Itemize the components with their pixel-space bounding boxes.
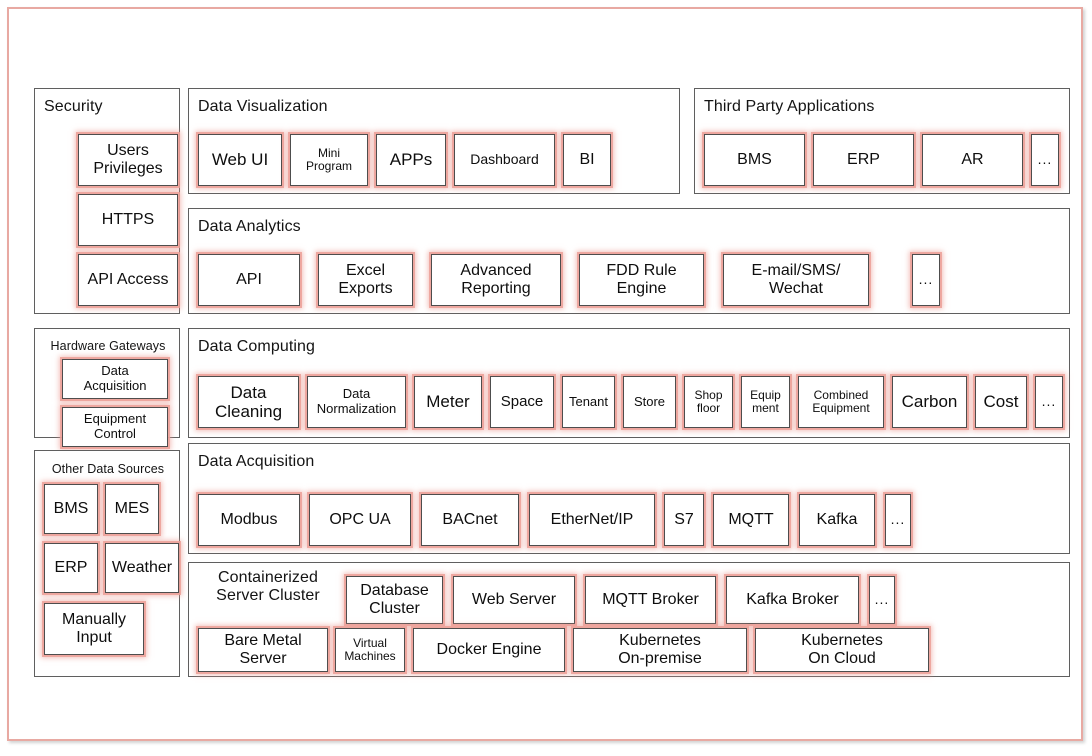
section-data-visualization-title: Data Visualization [198, 98, 328, 115]
node-excel-exports[interactable]: Excel Exports [318, 254, 413, 306]
node-virtual-machines[interactable]: Virtual Machines [335, 628, 405, 672]
node-carbon[interactable]: Carbon [892, 376, 967, 428]
node-manually-input[interactable]: Manually Input [44, 603, 144, 655]
node-web-server[interactable]: Web Server [453, 576, 575, 624]
node-ods-weather[interactable]: Weather [105, 543, 179, 593]
node-mqtt-broker[interactable]: MQTT Broker [585, 576, 716, 624]
node-kafka-broker[interactable]: Kafka Broker [726, 576, 859, 624]
node-email-sms-wechat[interactable]: E-mail/SMS/ Wechat [723, 254, 869, 306]
node-kubernetes-on-premise[interactable]: Kubernetes On-premise [573, 628, 747, 672]
node-meter[interactable]: Meter [414, 376, 482, 428]
node-s7[interactable]: S7 [664, 494, 704, 546]
node-bare-metal-server[interactable]: Bare Metal Server [198, 628, 328, 672]
node-data-acquisition-more[interactable]: ... [885, 494, 911, 546]
section-third-party-applications: Third Party Applications BMS ERP AR ... [694, 88, 1070, 194]
section-data-visualization: Data Visualization Web UI Mini Program A… [188, 88, 859, 194]
section-data-acquisition: Data Acquisition Modbus OPC UA BACnet Et… [188, 443, 1070, 554]
node-analytics-api[interactable]: API [198, 254, 300, 306]
node-tpa-erp[interactable]: ERP [813, 134, 914, 186]
node-equipment[interactable]: Equip ment [741, 376, 790, 428]
node-data-normalization[interactable]: Data Normalization [307, 376, 406, 428]
node-bacnet[interactable]: BACnet [421, 494, 519, 546]
node-web-ui[interactable]: Web UI [198, 134, 282, 186]
node-mqtt[interactable]: MQTT [713, 494, 789, 546]
node-space[interactable]: Space [490, 376, 554, 428]
node-kubernetes-on-cloud[interactable]: Kubernetes On Cloud [755, 628, 929, 672]
section-hardware-gateways-title: Hardware Gateways [50, 339, 166, 353]
node-ods-bms[interactable]: BMS [44, 484, 98, 534]
node-https[interactable]: HTTPS [78, 194, 178, 246]
node-equipment-control[interactable]: Equipment Control [62, 407, 168, 447]
section-data-analytics: Data Analytics API Excel Exports Advance… [188, 208, 1070, 314]
node-ethernet-ip[interactable]: EtherNet/IP [529, 494, 655, 546]
section-data-acquisition-title: Data Acquisition [198, 453, 315, 470]
node-bi[interactable]: BI [563, 134, 611, 186]
node-combined-equipment[interactable]: Combined Equipment [798, 376, 884, 428]
node-tenant[interactable]: Tenant [562, 376, 615, 428]
node-server-cluster-more[interactable]: ... [869, 576, 895, 624]
section-third-party-applications-title: Third Party Applications [704, 98, 875, 115]
node-store[interactable]: Store [623, 376, 676, 428]
node-database-cluster[interactable]: Database Cluster [346, 576, 443, 624]
section-containerized-server-cluster-title: Containerized Server Cluster [216, 569, 320, 604]
node-advanced-reporting[interactable]: Advanced Reporting [431, 254, 561, 306]
node-modbus[interactable]: Modbus [198, 494, 300, 546]
section-data-analytics-title: Data Analytics [198, 218, 301, 235]
section-data-computing-title: Data Computing [198, 338, 316, 355]
node-ods-mes[interactable]: MES [105, 484, 159, 534]
node-api-access[interactable]: API Access [78, 254, 178, 306]
section-security-title: Security [44, 98, 103, 115]
section-security: Security Users Privileges HTTPS API Acce… [34, 88, 180, 314]
node-shop-floor[interactable]: Shop floor [684, 376, 733, 428]
node-dashboard[interactable]: Dashboard [454, 134, 555, 186]
node-data-cleaning[interactable]: Data Cleaning [198, 376, 299, 428]
node-data-acquisition-gateway[interactable]: Data Acquisition [62, 359, 168, 399]
node-analytics-more[interactable]: ... [912, 254, 940, 306]
node-data-computing-more[interactable]: ... [1035, 376, 1063, 428]
node-tpa-ar[interactable]: AR [922, 134, 1023, 186]
node-docker-engine[interactable]: Docker Engine [413, 628, 565, 672]
node-users-privileges[interactable]: Users Privileges [78, 134, 178, 186]
section-other-data-sources: Other Data Sources BMS MES ERP Weather M… [34, 450, 180, 677]
node-tpa-bms[interactable]: BMS [704, 134, 805, 186]
node-cost[interactable]: Cost [975, 376, 1027, 428]
section-data-computing: Data Computing Data Cleaning Data Normal… [188, 328, 1070, 438]
node-ods-erp[interactable]: ERP [44, 543, 98, 593]
node-fdd-rule-engine[interactable]: FDD Rule Engine [579, 254, 704, 306]
node-opc-ua[interactable]: OPC UA [309, 494, 411, 546]
node-mini-program[interactable]: Mini Program [290, 134, 368, 186]
node-tpa-more[interactable]: ... [1031, 134, 1059, 186]
node-apps[interactable]: APPs [376, 134, 446, 186]
node-kafka[interactable]: Kafka [799, 494, 875, 546]
section-hardware-gateways: Hardware Gateways Data Acquisition Equip… [34, 328, 180, 447]
section-other-data-sources-title: Other Data Sources [51, 462, 165, 476]
section-containerized-server-cluster: Containerized Server Cluster Database Cl… [188, 562, 1070, 677]
